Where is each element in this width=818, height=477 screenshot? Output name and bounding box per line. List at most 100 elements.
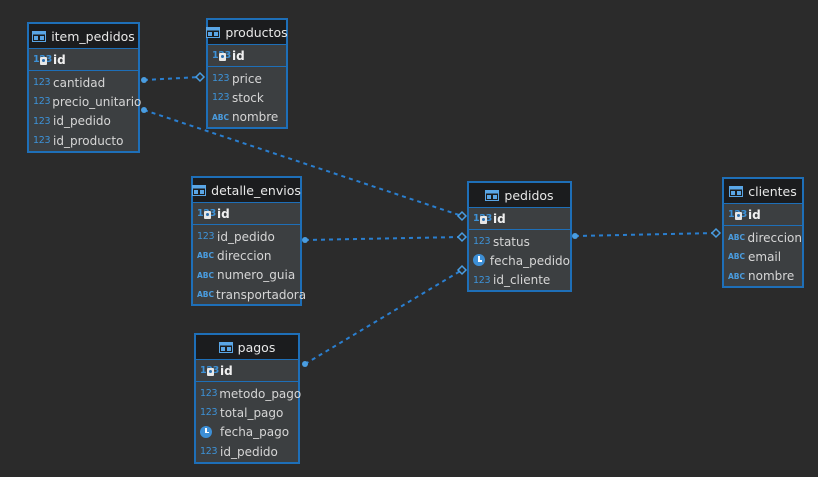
key-badge-icon bbox=[40, 57, 47, 65]
string-type-icon: ABC bbox=[728, 271, 746, 281]
number-type-icon: 123 bbox=[473, 274, 491, 286]
link-start-dot bbox=[572, 233, 578, 239]
table-header[interactable]: item_pedidos bbox=[29, 24, 138, 49]
table-pedidos[interactable]: pedidos123id123statusfecha_pedido123id_c… bbox=[467, 181, 572, 292]
string-type-icon: ABC bbox=[728, 233, 746, 243]
table-detalle_envios[interactable]: detalle_envios123id123id_pedidoABCdirecc… bbox=[191, 176, 306, 306]
primary-key-icon: 123 bbox=[197, 208, 216, 219]
link-start-dot bbox=[302, 361, 308, 367]
column-row[interactable]: fecha_pago bbox=[196, 423, 298, 442]
table-header[interactable]: detalle_envios bbox=[192, 178, 301, 203]
number-type-icon: 123 bbox=[33, 77, 51, 89]
column-name: precio_unitario bbox=[52, 94, 142, 109]
link-start-dot bbox=[141, 77, 147, 83]
primary-key-icon: 123 bbox=[33, 54, 52, 65]
column-name: total_pago bbox=[220, 405, 284, 420]
datetime-type-icon bbox=[200, 425, 218, 440]
key-badge-icon bbox=[219, 53, 226, 61]
number-type-icon: 123 bbox=[212, 73, 230, 85]
table-name: clientes bbox=[748, 183, 797, 199]
column-name: transportadora bbox=[216, 287, 307, 302]
column-name: metodo_pago bbox=[219, 386, 302, 401]
primary-key-icon: 123 bbox=[212, 50, 231, 61]
number-type-icon: 123 bbox=[33, 115, 51, 127]
number-type-icon: 123 bbox=[33, 96, 51, 108]
clock-icon bbox=[200, 425, 212, 438]
link-end-diamond bbox=[710, 227, 722, 239]
column-name: nombre bbox=[748, 269, 795, 284]
column-name: id bbox=[493, 211, 506, 226]
link-detalle_envios-pedidos bbox=[304, 236, 463, 241]
link-start-dot bbox=[141, 107, 147, 113]
column-row[interactable]: fecha_pedido bbox=[469, 251, 570, 270]
column-name: id_pedido bbox=[217, 229, 275, 244]
table-icon bbox=[206, 26, 221, 38]
table-clientes[interactable]: clientes123idABCdireccionABCemailABCnomb… bbox=[722, 177, 804, 288]
column-name: nombre bbox=[232, 110, 279, 125]
number-type-icon: 123 bbox=[200, 446, 218, 458]
key-badge-icon bbox=[207, 368, 214, 376]
string-type-icon: ABC bbox=[197, 251, 215, 261]
column-name: id_cliente bbox=[493, 273, 551, 288]
table-header[interactable]: pagos bbox=[196, 335, 298, 360]
table-pagos[interactable]: pagos123id123metodo_pago123total_pagofec… bbox=[194, 333, 302, 464]
column-name: email bbox=[748, 249, 782, 264]
column-name: id bbox=[220, 363, 233, 378]
table-icon bbox=[192, 184, 207, 196]
table-header[interactable]: productos bbox=[206, 20, 288, 45]
table-header[interactable]: pedidos bbox=[469, 183, 570, 208]
number-type-icon: 123 bbox=[200, 407, 218, 419]
link-start-dot bbox=[302, 237, 308, 243]
column-name: fecha_pedido bbox=[489, 253, 570, 268]
number-type-icon: 123 bbox=[33, 135, 51, 147]
number-type-icon: 123 bbox=[200, 388, 218, 400]
link-pagos-pedidos bbox=[304, 269, 463, 365]
column-name: cantidad bbox=[53, 75, 106, 90]
column-name: status bbox=[493, 234, 530, 249]
column-name: id_producto bbox=[53, 133, 124, 148]
table-icon bbox=[485, 189, 500, 201]
column-name: price bbox=[232, 71, 262, 86]
number-type-icon: 123 bbox=[212, 92, 230, 104]
table-icon bbox=[729, 185, 744, 197]
table-header[interactable]: clientes bbox=[724, 179, 802, 204]
string-type-icon: ABC bbox=[728, 252, 746, 262]
table-icon bbox=[32, 30, 47, 42]
link-item_pedidos-productos bbox=[143, 76, 201, 81]
table-productos[interactable]: productos123id123price123stockABCnombre bbox=[206, 18, 288, 129]
table-item_pedidos[interactable]: item_pedidos123id123cantidad123precio_un… bbox=[27, 22, 142, 153]
column-name: id_pedido bbox=[220, 444, 278, 459]
column-name: direccion bbox=[217, 248, 272, 263]
